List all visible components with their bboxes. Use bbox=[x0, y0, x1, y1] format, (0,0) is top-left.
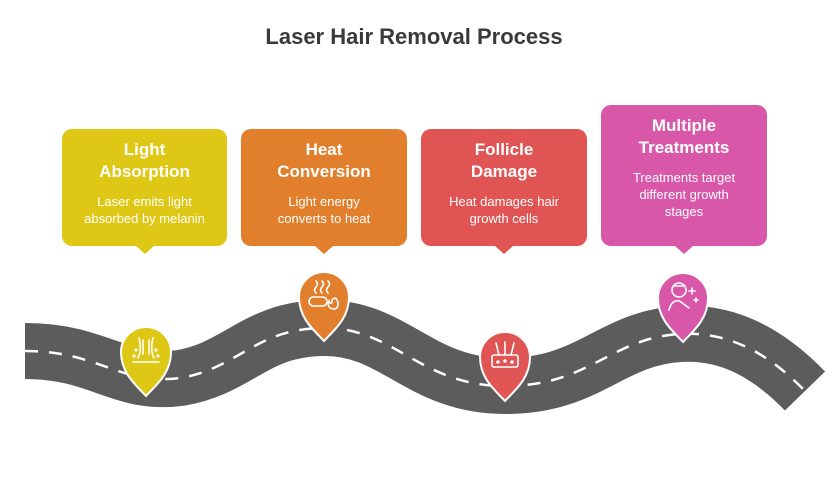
diagram-title: Laser Hair Removal Process bbox=[265, 24, 563, 49]
step-description: Treatments target different growth stage… bbox=[632, 170, 736, 219]
step-heading: Multiple Treatments bbox=[638, 116, 730, 157]
pin-heat-conversion bbox=[297, 271, 351, 343]
step-card-light-absorption: Light Absorption Laser emits light absor… bbox=[62, 129, 227, 254]
pin-multiple-treatments bbox=[656, 272, 710, 344]
step-card-heat-conversion: Heat Conversion Light energy converts to… bbox=[241, 129, 407, 254]
hair-follicle-icon bbox=[132, 337, 160, 363]
step-heading: Heat Conversion bbox=[277, 140, 371, 181]
step-heading: Light Absorption bbox=[99, 140, 190, 181]
pin-light-absorption bbox=[119, 326, 173, 398]
step-heading: Follicle Damage bbox=[470, 140, 538, 181]
step-card-multiple-treatments: Multiple Treatments Treatments target di… bbox=[601, 105, 767, 254]
step-description: Heat damages hair growth cells bbox=[449, 194, 559, 226]
pin-follicle-damage bbox=[478, 331, 532, 403]
step-description: Laser emits light absorbed by melanin bbox=[84, 194, 205, 226]
laser-treatment-icon bbox=[668, 282, 699, 311]
step-description: Light energy converts to heat bbox=[277, 194, 371, 226]
step-card-follicle-damage: Follicle Damage Heat damages hair growth… bbox=[421, 129, 587, 254]
damaged-follicle-icon bbox=[491, 341, 519, 368]
heat-conversion-icon bbox=[308, 280, 339, 310]
